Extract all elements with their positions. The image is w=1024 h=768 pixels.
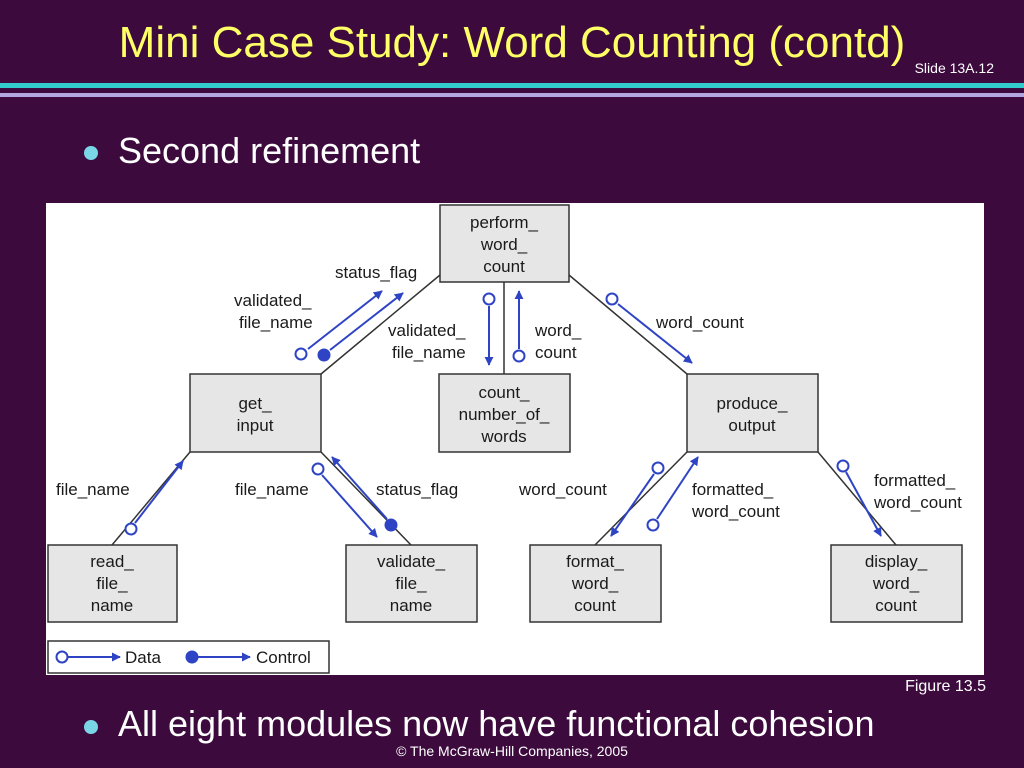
data-couple-tail-icon (512, 349, 526, 363)
couple-arrow-validated-file-name-up (307, 290, 383, 350)
couple-label-file-name-mid: file_name (235, 480, 309, 499)
connector-perform-get-input (320, 274, 441, 375)
module-format-line-3: count (574, 596, 616, 615)
data-couple-tail-icon (482, 292, 496, 306)
legend-data-icon (55, 650, 69, 664)
data-couple-tail-icon (836, 459, 850, 473)
data-couple-tail-icon (294, 347, 308, 361)
module-perform-word-count: perform_ word_ count (439, 204, 570, 283)
couple-label-status-flag-top: status_flag (335, 263, 417, 282)
module-get-input-line-1: get_ (238, 394, 272, 413)
module-count-number-of-words: count_ number_of_ words (438, 373, 571, 453)
module-format-line-2: word_ (571, 574, 619, 593)
data-couple-tail-icon (311, 462, 325, 476)
module-validate-line-3: name (390, 596, 433, 615)
module-count-line-3: words (480, 427, 526, 446)
control-couple-tail-icon (317, 348, 331, 362)
module-display-word-count: display_ word_ count (830, 544, 963, 623)
module-perform-line-3: count (483, 257, 525, 276)
couple-label-formatted-mid-line-1: formatted_ (692, 480, 774, 499)
module-read-line-1: read_ (90, 552, 134, 571)
figure-caption: Figure 13.5 (905, 678, 986, 695)
couple-arrow-status-flag-up-2 (331, 456, 388, 520)
connector-produce-display (817, 451, 897, 546)
legend-control-label: Control (256, 648, 311, 667)
module-validate-line-1: validate_ (377, 552, 446, 571)
couple-label-word-count-bottom: word_count (518, 480, 607, 499)
structure-chart-svg: perform_ word_ count get_ input count_ n… (47, 204, 963, 674)
module-get-input: get_ input (189, 373, 322, 453)
control-couple-tail-icon (384, 518, 398, 532)
data-couple-tail-icon (124, 522, 138, 536)
slide-title: Mini Case Study: Word Counting (contd) (118, 18, 906, 67)
couple-label-word-count-right: word_count (655, 313, 744, 332)
module-validate-file-name: validate_ file_ name (345, 544, 478, 623)
bullet-second-refinement: Second refinement (118, 130, 421, 171)
module-display-line-1: display_ (865, 552, 928, 571)
couple-label-word-count-mid-line-1: word_ (534, 321, 582, 340)
couple-label-formatted-mid-line-2: word_count (691, 502, 780, 521)
legend-control-icon (185, 650, 199, 664)
data-couple-tail-icon (651, 461, 665, 475)
slide-number: Slide 13A.12 (914, 60, 994, 76)
data-couple-tail-icon (646, 518, 660, 532)
connector-perform-produce (568, 274, 688, 375)
figure-structure-chart: perform_ word_ count get_ input count_ n… (46, 203, 984, 675)
couple-arrow-file-name-down (321, 474, 378, 538)
copyright-footer: © The McGraw-Hill Companies, 2005 (396, 743, 628, 759)
connector-get-input-validate (320, 451, 412, 546)
module-read-line-2: file_ (96, 574, 128, 593)
module-produce-output: produce_ output (686, 373, 819, 453)
module-perform-line-2: word_ (480, 235, 528, 254)
module-produce-output-line-2: output (728, 416, 776, 435)
module-display-line-2: word_ (872, 574, 920, 593)
couple-label-validated-mid-line-2: file_name (392, 343, 466, 362)
module-format-word-count: format_ word_ count (529, 544, 662, 623)
couple-arrow-file-name-up (134, 460, 184, 524)
module-perform-line-1: perform_ (470, 213, 539, 232)
module-format-line-1: format_ (566, 552, 624, 571)
couple-label-formatted-right-line-1: formatted_ (874, 471, 956, 490)
module-read-line-3: name (91, 596, 134, 615)
connector-produce-format (594, 451, 688, 546)
module-get-input-line-2: input (237, 416, 274, 435)
title-rule-lavender (0, 93, 1024, 97)
module-produce-output-line-1: produce_ (717, 394, 788, 413)
legend: Data Control (47, 640, 330, 674)
module-count-line-1: count_ (478, 383, 530, 402)
data-couple-tail-icon (605, 292, 619, 306)
title-rule-cyan (0, 83, 1024, 88)
couple-label-validated-line-2: file_name (239, 313, 313, 332)
couple-label-formatted-right-line-2: word_count (873, 493, 962, 512)
couple-arrow-formatted-word-count-up (656, 456, 699, 520)
couple-arrow-word-count-down (617, 303, 693, 364)
couple-label-validated-line-1: validated_ (234, 291, 312, 310)
bullet-functional-cohesion: All eight modules now have functional co… (118, 703, 875, 744)
couple-arrow-word-count-down-2 (610, 473, 655, 537)
bullet-dot-icon (84, 146, 98, 160)
couple-arrow-status-flag-up (329, 292, 404, 351)
call-connectors (111, 274, 897, 546)
couple-arrow-formatted-word-count-down (845, 471, 882, 537)
couple-label-word-count-mid-line-2: count (535, 343, 577, 362)
module-display-line-3: count (875, 596, 917, 615)
legend-data-label: Data (125, 648, 161, 667)
module-count-line-2: number_of_ (459, 405, 550, 424)
couple-label-validated-mid-line-1: validated_ (388, 321, 466, 340)
module-read-file-name: read_ file_ name (47, 544, 178, 623)
couple-label-status-flag-bottom: status_flag (376, 480, 458, 499)
couple-label-file-name-left: file_name (56, 480, 130, 499)
bullet-dot-icon (84, 720, 98, 734)
module-validate-line-2: file_ (395, 574, 427, 593)
